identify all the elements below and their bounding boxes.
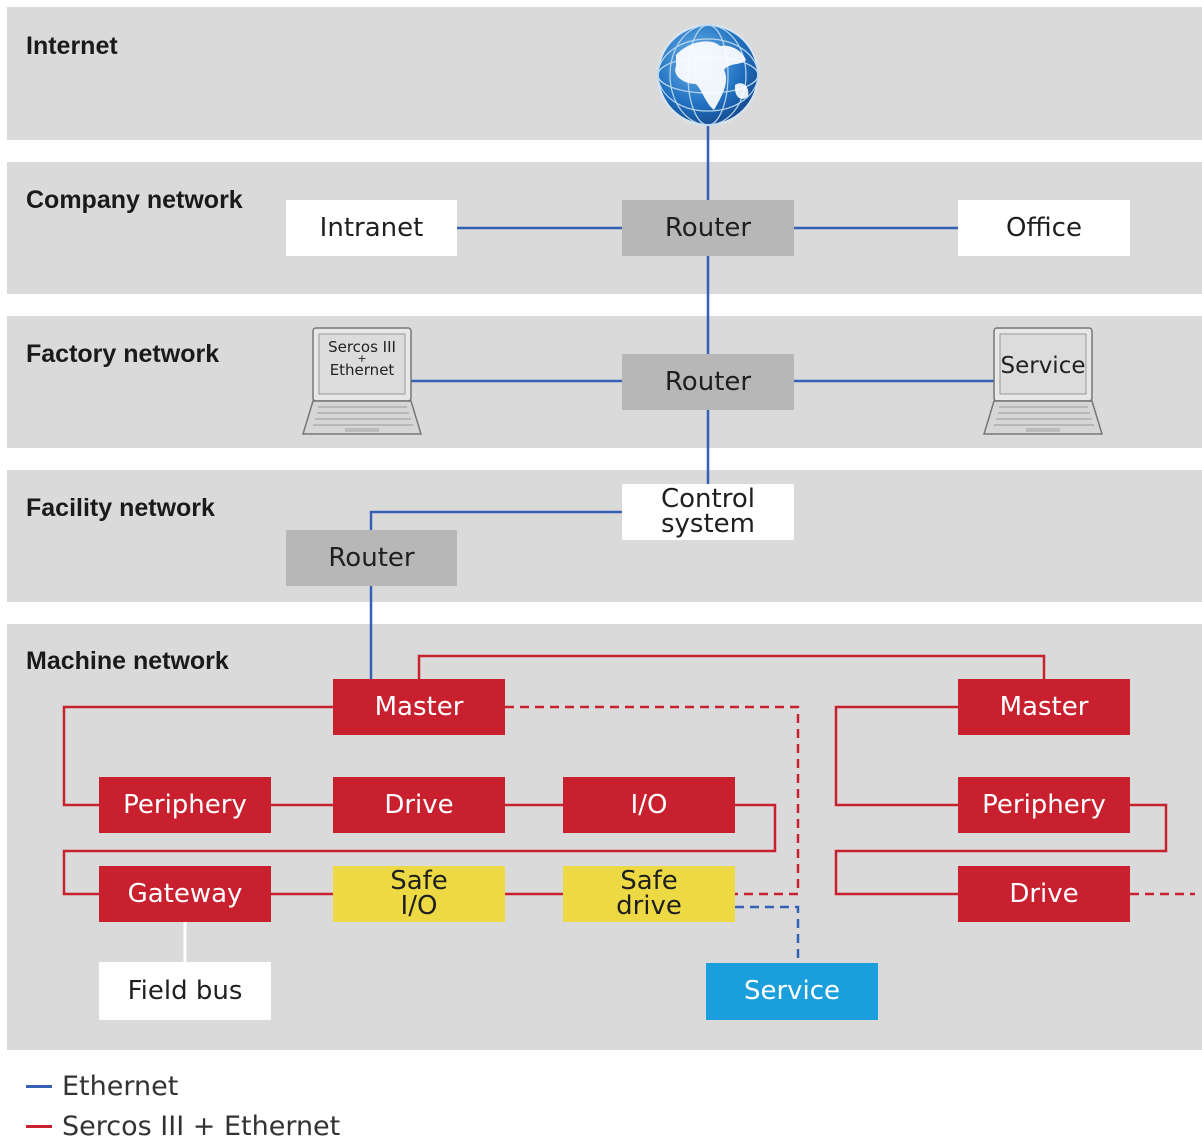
laptop-sercos-line2: + [357,352,367,365]
facility-router-box[interactable]: Router [286,530,457,586]
legend-sercos-label: Sercos III + Ethernet [62,1111,341,1142]
safe-io-line1: Safe [390,866,448,896]
drive-box-left[interactable]: Drive [333,777,505,833]
link-master-periphery [62,705,333,807]
link-io-gateway [62,803,777,896]
band-label-machine: Machine network [26,647,229,675]
office-box[interactable]: Office [958,200,1130,256]
laptop-sercos-label: Sercos III + Ethernet [319,338,405,379]
band-label-factory: Factory network [26,340,220,368]
laptop-icon [982,327,1104,435]
link-periphery2-drive2 [834,803,1168,896]
master-box-left[interactable]: Master [333,679,505,735]
band-label-company: Company network [26,186,243,214]
link-master-master [417,654,1046,679]
io-box[interactable]: I/O [563,777,735,833]
laptop-sercos-line1: Sercos III [328,338,396,356]
factory-router-box[interactable]: Router [622,354,794,410]
control-system-line2: system [661,509,755,539]
globe-icon [657,24,759,126]
laptop-sercos-line3: Ethernet [329,361,395,379]
internet-band [7,7,1202,140]
dashed-master-safedrive [505,705,800,896]
facility-network-band [7,470,1202,602]
sercos-lines [62,654,1168,896]
ethernet-lines [369,118,998,679]
band-label-facility: Facility network [26,494,215,522]
ethernet-dashed-lines [735,905,800,963]
service-box[interactable]: Service [706,963,878,1020]
dashed-safedrive-service [735,905,800,963]
safe-drive-box[interactable]: Safe drive [563,866,735,922]
band-label-internet: Internet [26,32,118,60]
link-master2-periphery2 [834,705,958,807]
master-box-right[interactable]: Master [958,679,1130,735]
periphery-box-right[interactable]: Periphery [958,777,1130,833]
safe-drive-line2: drive [616,891,682,921]
drive-box-right[interactable]: Drive [958,866,1130,922]
legend-ethernet: Ethernet [26,1071,178,1102]
legend-ethernet-swatch [26,1085,52,1088]
laptop-icon [301,327,423,435]
company-router-box[interactable]: Router [622,200,794,256]
control-system-box[interactable]: Control system [622,484,794,540]
safe-drive-line1: Safe [620,866,678,896]
sercos-dashed-lines [505,705,1195,896]
control-system-line1: Control [661,484,755,514]
field-bus-box[interactable]: Field bus [99,962,271,1020]
legend-sercos: Sercos III + Ethernet [26,1111,340,1142]
gateway-box[interactable]: Gateway [99,866,271,922]
legend-ethernet-label: Ethernet [62,1071,179,1102]
safe-io-box[interactable]: Safe I/O [333,866,505,922]
safe-io-line2: I/O [400,891,438,921]
link-control-facility-router [369,510,622,530]
laptop-service-label: Service [1000,353,1086,379]
periphery-box-left[interactable]: Periphery [99,777,271,833]
legend-sercos-swatch [26,1125,52,1128]
intranet-box[interactable]: Intranet [286,200,457,256]
